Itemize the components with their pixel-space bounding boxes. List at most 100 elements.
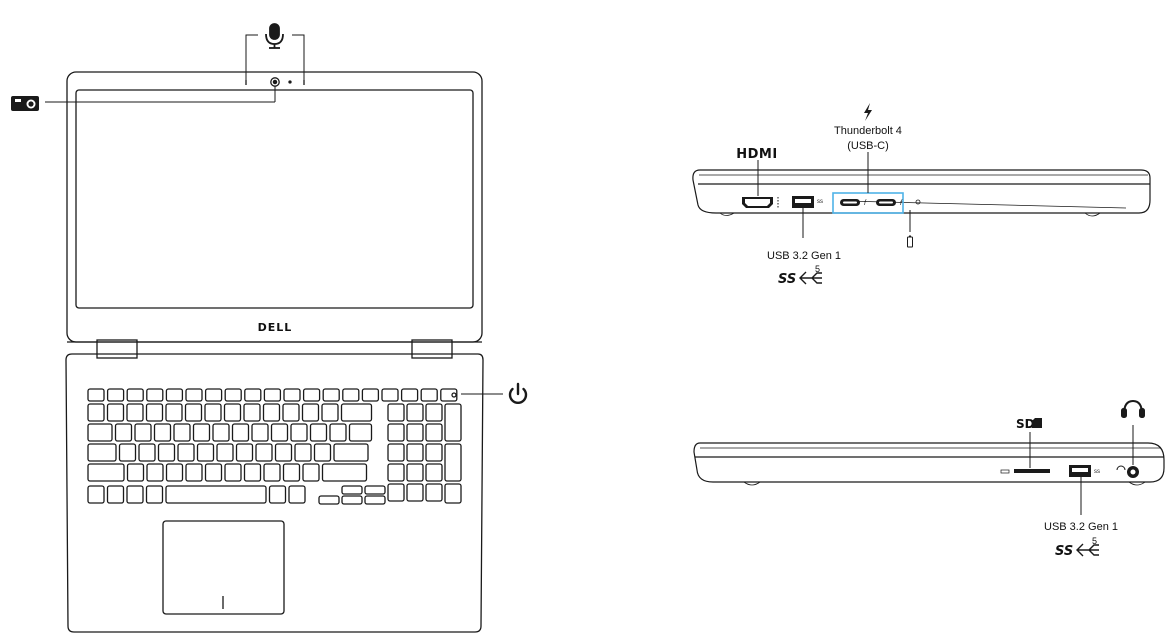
thunderbolt-sublabel: (USB-C) [847,140,889,152]
usb-superspeed-logo-left: SS 5 [778,264,822,287]
keyboard-key [204,463,223,482]
right-side-view [693,442,1165,486]
keyboard-key [381,388,399,402]
power-icon [508,382,528,404]
keyboard-key [321,463,368,482]
keyboard-key [87,443,117,462]
keyboard-key [321,403,339,422]
sd-card-logo: SD [1016,417,1042,431]
keyboard-key [223,403,242,422]
microphone-callout [245,34,305,80]
keyboard-key [185,463,203,482]
keyboard-key [406,403,424,422]
keyboard-key [244,388,262,402]
keyboard-key [387,463,405,482]
keyboard-key [420,388,438,402]
camera-icon [11,96,39,111]
keyboard-key [270,423,289,442]
keyboard-key [106,388,125,402]
thunderbolt-icon [864,103,872,121]
thunderbolt-label: Thunderbolt 4 [834,125,902,137]
touchpad [162,520,285,615]
svg-text:f: f [864,200,867,207]
keyboard-key [134,423,152,442]
svg-text:SS: SS [778,272,796,287]
keyboard-key [204,403,222,422]
keyboard-key [212,423,230,442]
keyboard-key [255,443,273,462]
keyboard-key [126,463,145,482]
svg-text:ss: ss [1094,469,1100,475]
keyboard-key [425,463,443,482]
sd-card-icon [1032,418,1042,428]
keyboard-key [224,463,242,482]
keyboard-key [87,403,105,422]
keyboard-key [216,443,234,462]
keyboard-key [406,483,424,502]
keyboard-key [165,403,183,422]
keyboard-key [387,423,405,442]
keyboard-key [157,443,176,462]
keyboard-key [185,388,203,402]
usb-left-label: USB 3.2 Gen 1 [767,250,841,262]
keyboard-key [165,388,184,402]
display-screen [75,89,474,309]
keyboard-key [106,485,125,504]
usb-superspeed-logo-right: SS 5 [1055,536,1099,559]
keyboard-key [313,443,332,462]
keyboard-key [192,423,211,442]
bezel-brand-logo: DELL [258,321,293,334]
keyboard-key [87,485,105,504]
keyboard-key [145,403,164,422]
svg-text:SD: SD [1016,417,1035,431]
keyboard-key [301,403,320,422]
keyboard-key [406,423,424,442]
hdmi-logo: HDMI [736,147,777,162]
keyboard-key [425,443,443,462]
keyboard-key [364,495,386,505]
keyboard-key [302,388,321,402]
keyboard-key [138,443,156,462]
keyboard-key [361,388,380,402]
keyboard-key [87,388,105,402]
keyboard-key [302,463,320,482]
keyboard-key [387,443,405,462]
keyboard-key [406,463,424,482]
keyboard-key [282,463,301,482]
svg-text:ss: ss [817,199,823,205]
keyboard-key [173,423,191,442]
keyboard-key [114,423,133,442]
svg-text:HDMI: HDMI [736,147,777,162]
svg-text:5: 5 [1092,536,1097,546]
keyboard-key [364,485,386,495]
keyboard-key [87,423,113,442]
keyboard-key [118,443,137,462]
usb-right-label: USB 3.2 Gen 1 [1044,521,1118,533]
keyboard-key [440,388,458,402]
keyboard-key [342,388,360,402]
keyboard-key [262,403,281,422]
power-button[interactable] [451,392,457,398]
svg-text:f: f [900,200,903,207]
keyboard-key [165,485,267,504]
keyboard-key [235,443,254,462]
keyboard-key [231,423,250,442]
microphone-icon [265,23,284,49]
keyboard-key [196,443,215,462]
keyboard-key [425,483,443,502]
keyboard-key [145,485,164,504]
keyboard-key [387,483,405,502]
keyboard-key [322,388,340,402]
keyboard-key [444,403,462,442]
keyboard-key [444,443,462,482]
keyboard-key [263,463,281,482]
keyboard-key [243,463,262,482]
keyboard-key [333,443,369,462]
hinge-left [96,339,138,359]
keyboard-key [288,485,306,504]
keyboard-key [294,443,312,462]
keyboard-key [283,388,301,402]
keyboard-key [106,403,125,422]
keyboard-key [387,403,405,422]
keyboard-key [340,403,373,422]
